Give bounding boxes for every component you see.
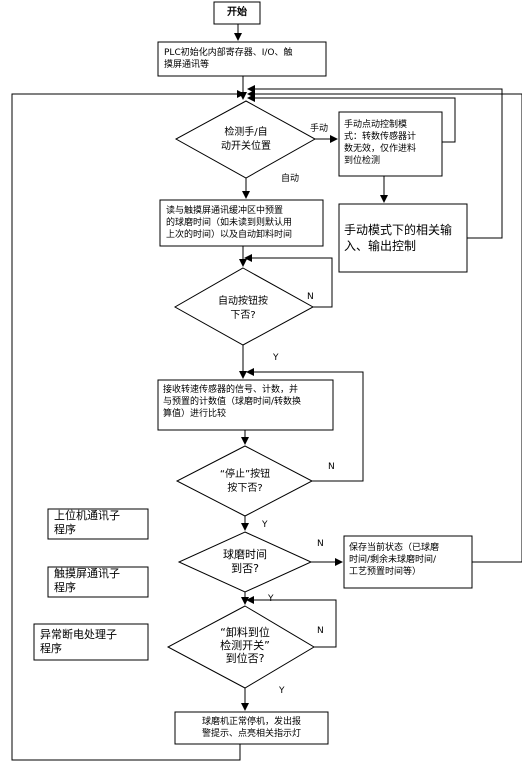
- manual-jog-box: [338, 111, 443, 177]
- start-box: [213, 1, 261, 25]
- edge-label-n3: N: [317, 539, 324, 549]
- edge-label-n4: N: [317, 626, 324, 636]
- edge-autobtn-no: [244, 254, 333, 308]
- edge-label-auto: 自动: [281, 174, 300, 184]
- edge-label-y4: Y: [279, 686, 285, 696]
- read-hmi-label: 读与触摸屏通讯缓冲区中预置 的球磨时间（如未读到则默认用 上次的时间）以及自动卸…: [166, 206, 293, 240]
- edge-label-y1: Y: [273, 353, 279, 363]
- upper-comm-box: [47, 508, 149, 540]
- stop-btn-label: “停止”按钮 按下否?: [219, 469, 271, 494]
- check-mode-label: 检测手/自 动开关位置: [221, 127, 271, 152]
- manual-io-label: 手动模式下的相关输 入、输出控制: [344, 223, 453, 253]
- edge-stop-return: [11, 90, 245, 761]
- save-state-label: 保存当前状态（已球磨 时间/剩余未球磨时间/ 工艺预置时间等）: [349, 543, 440, 577]
- manual-jog-label: 手动点动控制模 式：转数传感器计 数无效，仅作进料 到位检测: [344, 120, 417, 166]
- power-fail-label: 异常断电处理子 程序: [40, 628, 117, 655]
- time-up-label: 球磨时间 到否?: [223, 548, 267, 575]
- normal-stop-label: 球磨机正常停机，发出报 警提示、点亮相关指示灯: [201, 717, 301, 739]
- edge-manual-jog-return: [247, 94, 456, 143]
- edge-label-y3: Y: [268, 594, 274, 604]
- read-hmi-box: [159, 199, 324, 247]
- init-box: [157, 41, 327, 77]
- upper-comm-label: 上位机通讯子 程序: [54, 509, 120, 536]
- auto-btn-label: 自动按钮按 下否?: [218, 296, 268, 321]
- unload-switch-label: “卸料到位 检测开关” 到位否?: [220, 626, 270, 665]
- receive-sensor-label: 接收转速传感器的信号、计数，并 与预置的计数值（球磨时间/转数换 算值）进行比较: [163, 385, 302, 419]
- edge-label-y2: Y: [262, 520, 268, 530]
- normal-stop-box: [174, 711, 329, 745]
- edge-label-n1: N: [307, 292, 314, 302]
- edge-label-n2: N: [328, 462, 335, 472]
- hmi-comm-box: [47, 566, 149, 598]
- edge-unload-no: [246, 596, 337, 648]
- edge-label-manual: 手动: [310, 124, 329, 134]
- edge-save-return: [247, 90, 522, 563]
- start-label: 开始: [227, 7, 247, 18]
- hmi-comm-label: 触摸屏通讯子 程序: [54, 567, 120, 594]
- edge-stop-no: [246, 368, 364, 482]
- power-fail-box: [33, 623, 149, 661]
- init-label: PLC初始化内部寄存器、I/O、触 摸屏通讯等: [164, 48, 293, 70]
- edge-manual-io-return: [247, 85, 503, 239]
